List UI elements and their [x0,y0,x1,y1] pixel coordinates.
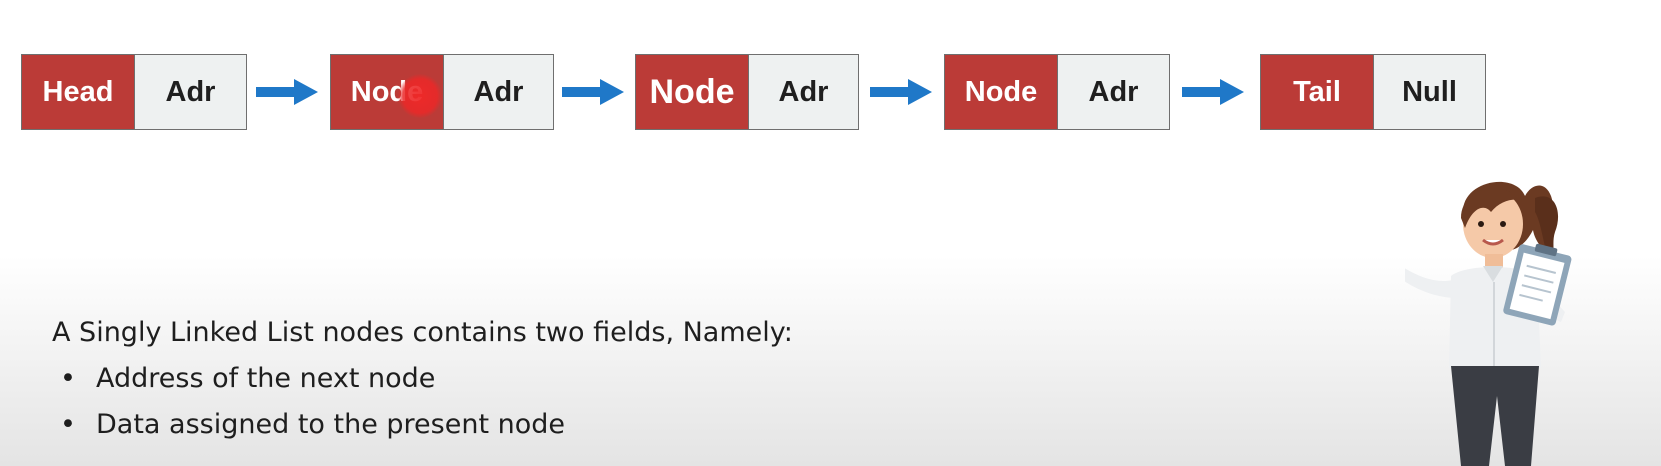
bullet-text: Address of the next node [96,363,436,394]
bullet-icon: • [60,409,76,440]
description: A Singly Linked List nodes contains two … [52,310,793,448]
description-intro: A Singly Linked List nodes contains two … [52,317,793,348]
bullet-text: Data assigned to the present node [96,409,565,440]
list-node-1: Node Adr [330,54,554,130]
node-data-field: Tail [1261,55,1374,129]
bullet-item: • Data assigned to the present node [52,402,793,448]
node-pointer-field: Null [1374,55,1485,129]
laser-pointer-dot [398,74,442,118]
arrow-icon [256,79,318,105]
arrow-icon [870,79,932,105]
node-pointer-field: Adr [749,55,858,129]
arrow-icon [562,79,624,105]
node-pointer-field: Adr [1058,55,1169,129]
presenter-illustration [1405,181,1572,466]
node-data-field: Node [636,55,749,129]
node-pointer-field: Adr [135,55,246,129]
bullet-icon: • [60,363,76,394]
node-data-field: Node [945,55,1058,129]
list-node-2: Node Adr [635,54,859,130]
list-node-head: Head Adr [21,54,247,130]
list-node-3: Node Adr [944,54,1170,130]
arrow-icon [1182,79,1244,105]
bullet-item: • Address of the next node [52,356,793,402]
node-pointer-field: Adr [444,55,553,129]
list-node-tail: Tail Null [1260,54,1486,130]
node-data-field: Head [22,55,135,129]
